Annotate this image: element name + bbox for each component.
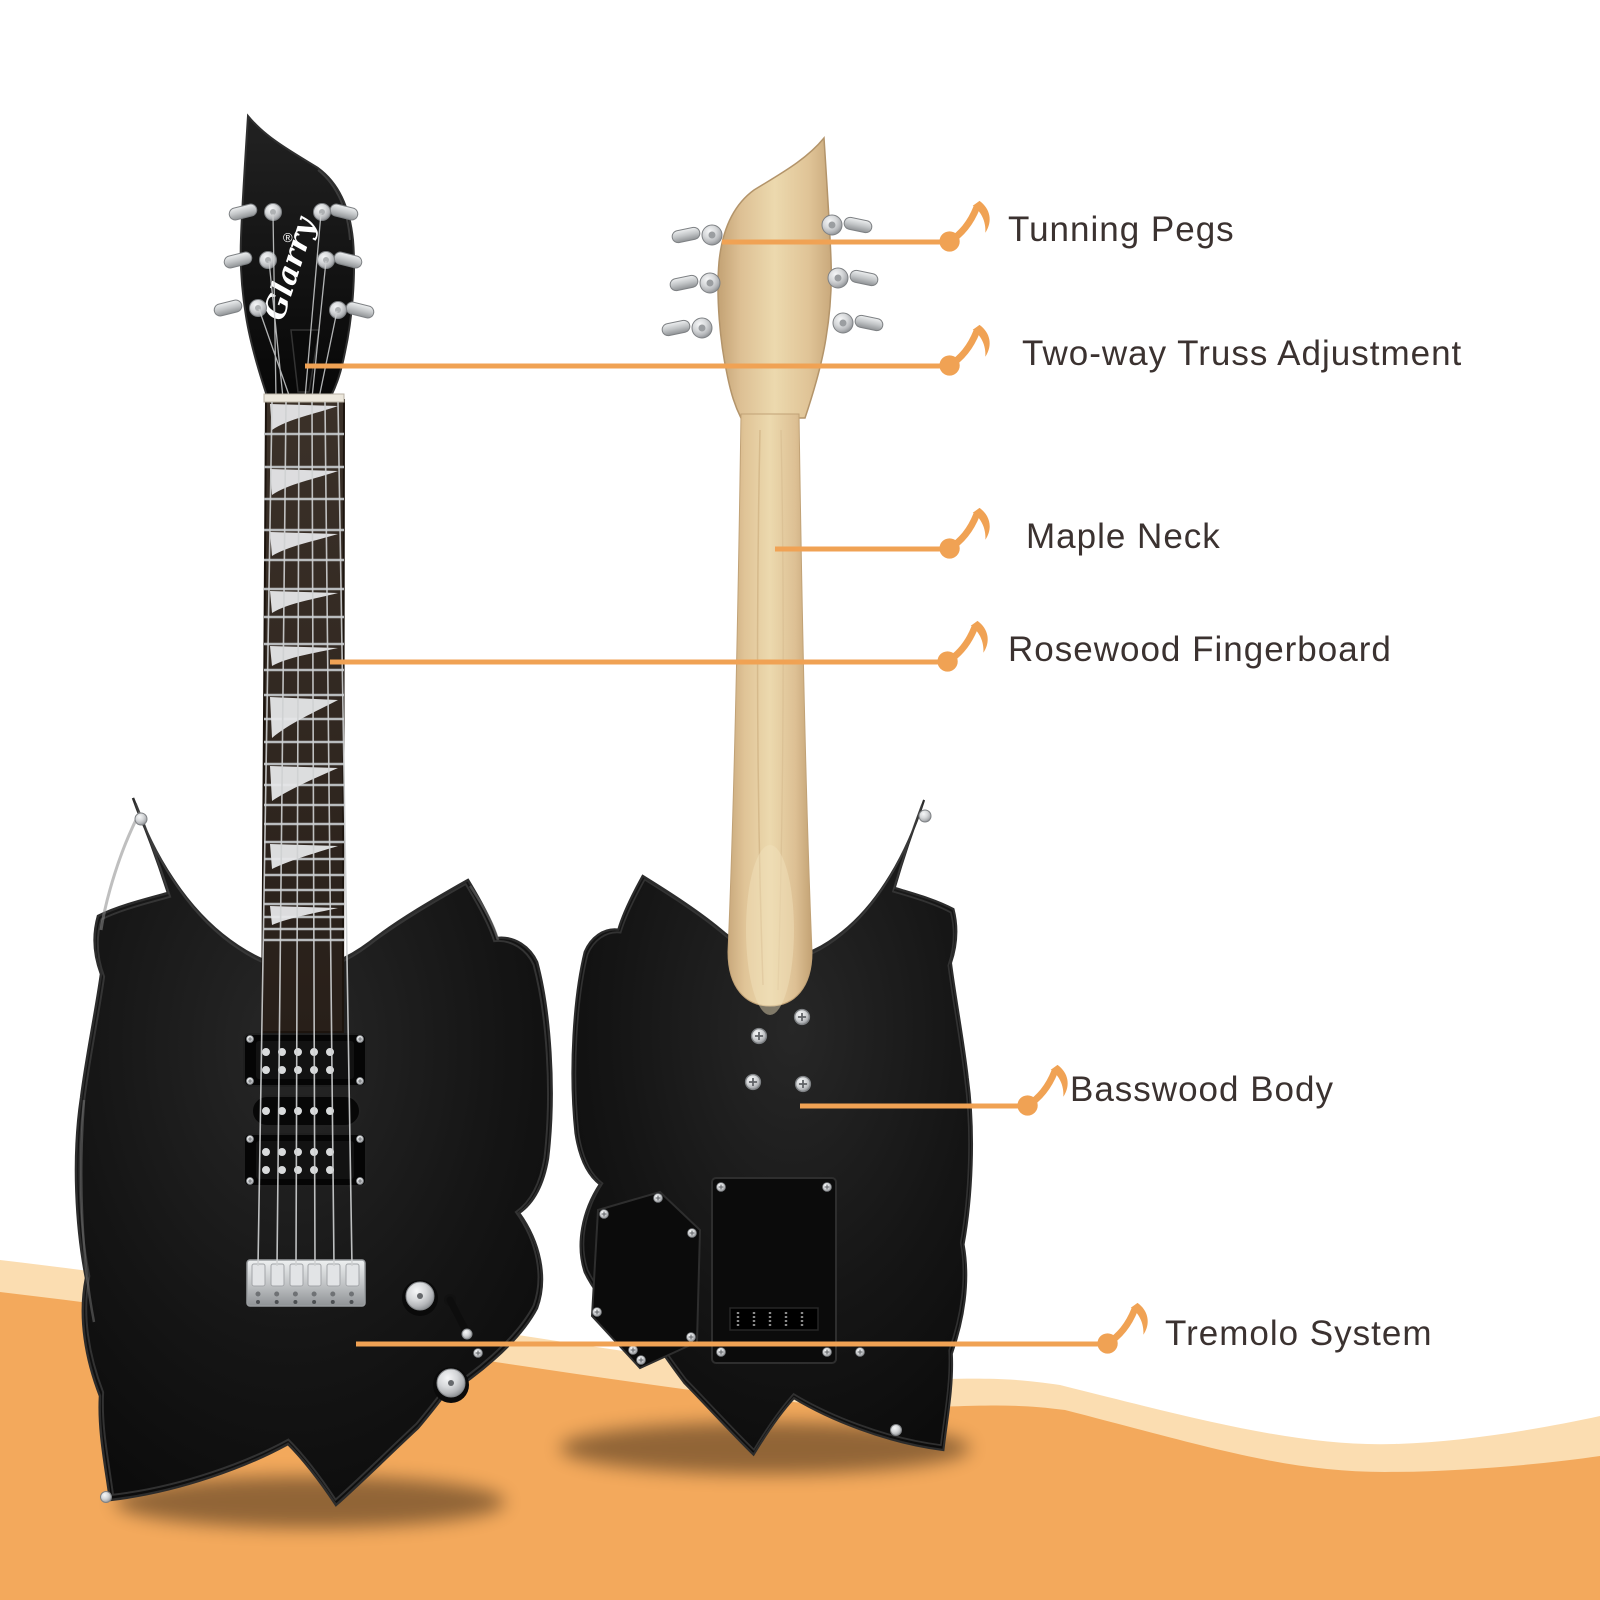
eighth-note-icon [939,325,989,376]
sharkfin-inlays [270,404,338,925]
callouts [305,201,1148,1354]
guitar-front-view: Glarry ® [74,115,553,1507]
eighth-note-icon [937,621,987,672]
middle-single-coil-pickup [251,1095,361,1127]
nut [263,393,345,403]
eighth-note-icon [1097,1303,1147,1354]
feature-label-truss-adjustment: Two-way Truss Adjustment [1022,334,1463,373]
strings [257,401,353,1267]
pickup-selector-switch [444,1294,473,1340]
feature-label-maple-neck: Maple Neck [1026,517,1221,556]
feature-label-tuning-pegs: Tunning Pegs [1008,210,1235,249]
headstock-back [717,137,833,419]
strap-button [890,1424,902,1436]
guitar-shadows [115,1422,970,1528]
guitar-back-view [571,137,974,1456]
tone-knob [433,1367,469,1403]
strap-button [100,1491,112,1503]
eighth-note-icon [1017,1065,1067,1116]
strap-button [134,812,148,826]
feature-label-rosewood-fingerboard: Rosewood Fingerboard [1008,630,1392,669]
neck-heel [746,845,794,1015]
strap-button [918,809,932,823]
volume-knob [402,1280,438,1316]
frets [264,432,344,942]
eighth-note-icon [939,508,989,559]
eighth-note-icon [939,201,989,252]
registered-mark: ® [283,230,293,245]
feature-label-basswood-body: Basswood Body [1070,1070,1334,1109]
maple-neck-back [727,413,813,1007]
feature-label-tremolo-system: Tremolo System [1165,1314,1433,1353]
truss-rod-cover [290,329,320,393]
tremolo-spring-cover [711,1177,837,1364]
tuning-machines-back [661,214,884,339]
tremolo-bridge [246,1259,366,1307]
bridge-humbucker-pickup [243,1133,367,1187]
